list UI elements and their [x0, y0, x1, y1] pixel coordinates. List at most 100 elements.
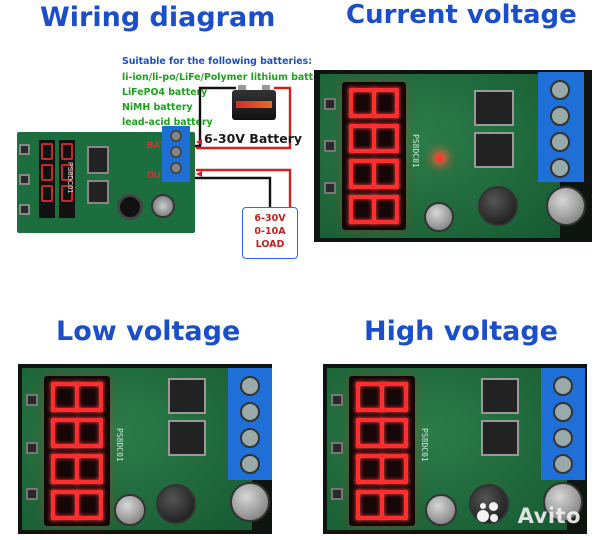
- mosfet-chip-icon: [481, 420, 519, 456]
- mosfet-chip-icon: [168, 378, 206, 414]
- pcb-button-icon: [324, 98, 336, 110]
- display-segment: [356, 490, 360, 520]
- display-segment: [51, 454, 103, 458]
- wiring-diagram-title: Wiring diagram: [40, 2, 276, 33]
- display-segment: [349, 159, 353, 189]
- capacitor-icon: [546, 186, 586, 226]
- avito-logo-icon: [477, 502, 499, 524]
- display-segment: [349, 159, 399, 163]
- display-segment: [372, 88, 376, 118]
- display-segment: [51, 490, 103, 494]
- pcb-button-icon: [324, 140, 336, 152]
- display-segment: [349, 123, 353, 153]
- inductor-icon: [478, 186, 518, 226]
- display-segment: [349, 123, 399, 128]
- display-segment: [51, 516, 103, 520]
- inductor-icon: [156, 484, 196, 524]
- display-segment: [349, 184, 399, 189]
- capacitor-icon: [543, 482, 583, 522]
- out-terminal-label: OUT: [147, 170, 166, 180]
- display-segment: [404, 454, 408, 484]
- pcb-button-icon: [26, 442, 38, 454]
- display-segment: [404, 382, 408, 412]
- battery-type-item: lead-acid battery: [122, 117, 213, 128]
- pcb-button-icon: [331, 442, 343, 454]
- mosfet-chip-icon: [474, 132, 514, 168]
- battery-type-item: li-ion/li-po/LiFe/Polymer lithium batter…: [122, 72, 331, 83]
- pcb-model-label: PS8DC01: [411, 134, 420, 168]
- pcb-model-label: PS8DC01: [115, 428, 124, 462]
- display-segment: [75, 490, 79, 520]
- status-led-icon: [436, 154, 444, 162]
- pcb-button-icon: [19, 174, 30, 185]
- display-segment: [395, 194, 399, 224]
- capacitor-icon: [230, 482, 270, 522]
- display-segment: [372, 123, 376, 153]
- battery-icon: [232, 85, 276, 120]
- display-segment: [356, 490, 408, 494]
- display-segment: [349, 194, 399, 199]
- display-segment: [51, 408, 103, 412]
- display-segment: [75, 382, 79, 412]
- display-segment: [372, 194, 376, 224]
- load-label: LOAD: [255, 239, 285, 250]
- pcb-button-icon: [331, 394, 343, 406]
- display-segment: [356, 480, 408, 484]
- display-segment: [356, 382, 360, 412]
- avito-watermark: Avito: [517, 504, 581, 528]
- low-voltage-title: Low voltage: [56, 316, 241, 347]
- display-segment: [380, 382, 384, 412]
- pcb-button-icon: [331, 488, 343, 500]
- mosfet-chip-icon: [168, 420, 206, 456]
- pcb-model-label: PS8DC01: [420, 428, 429, 462]
- terminal-block-icon: [162, 126, 190, 182]
- display-segment: [349, 88, 353, 118]
- display-segment: [99, 454, 103, 484]
- inductor-icon: [469, 484, 509, 524]
- display-segment: [356, 516, 408, 520]
- display-segment: [51, 480, 103, 484]
- pcb-button-icon: [26, 394, 38, 406]
- display-segment: [356, 408, 408, 412]
- battery-type-item: LiFePO4 battery: [122, 87, 208, 98]
- mosfet-chip-icon: [87, 180, 109, 204]
- terminal-block-icon: [228, 368, 272, 480]
- display-segment: [75, 454, 79, 484]
- display-digit-icon: [39, 140, 55, 218]
- display-segment: [51, 418, 55, 448]
- high-voltage-photo: PS8DC01 Avito: [323, 364, 587, 534]
- display-segment: [395, 88, 399, 118]
- seven-segment-display: [342, 82, 406, 230]
- display-segment: [349, 194, 353, 224]
- mosfet-chip-icon: [87, 146, 109, 174]
- display-segment: [349, 149, 399, 153]
- terminal-block-icon: [538, 72, 584, 182]
- capacitor-icon: [424, 202, 454, 232]
- display-segment: [404, 490, 408, 520]
- pcb-model-label: PS8DC01: [66, 162, 73, 194]
- inductor-icon: [117, 194, 143, 220]
- display-segment: [99, 382, 103, 412]
- pcb-button-icon: [324, 182, 336, 194]
- battery-compatibility-list: Suitable for the following batteries: li…: [122, 56, 330, 130]
- display-segment: [356, 418, 408, 422]
- display-segment: [349, 220, 399, 224]
- wiring-pcb-board: BAT OUT PS8DC01: [17, 132, 195, 233]
- battery-voltage-label: 6-30V Battery: [204, 131, 303, 146]
- high-voltage-title: High voltage: [364, 316, 558, 347]
- load-box: 6-30V 0-10A LOAD: [242, 207, 298, 259]
- display-segment: [51, 490, 55, 520]
- display-segment: [380, 454, 384, 484]
- display-segment: [51, 418, 103, 422]
- bat-terminal-label: BAT: [147, 140, 165, 150]
- capacitor-icon: [114, 494, 146, 526]
- display-segment: [75, 418, 79, 448]
- current-voltage-photo: PS8DC01: [314, 70, 592, 242]
- display-digit-icon: [59, 140, 75, 218]
- display-segment: [356, 418, 360, 448]
- display-segment: [356, 454, 408, 458]
- display-segment: [99, 490, 103, 520]
- display-segment: [51, 454, 55, 484]
- display-segment: [51, 382, 103, 386]
- display-segment: [395, 123, 399, 153]
